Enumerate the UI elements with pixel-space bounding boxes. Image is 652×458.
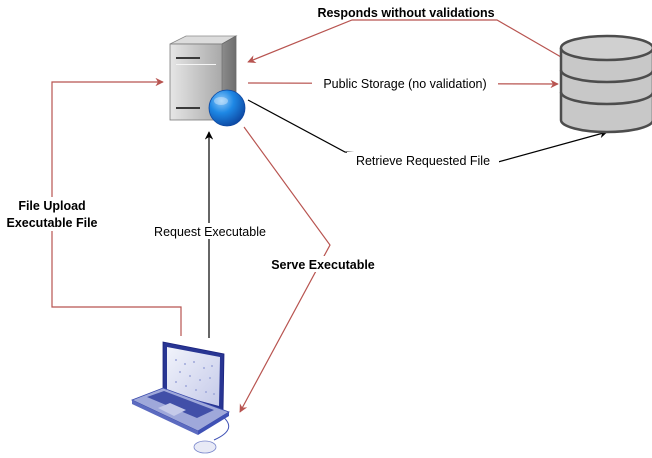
file-upload-label-line2: Executable File [6,216,97,230]
request-label: Request Executable [154,225,266,239]
public-storage-label: Public Storage (no validation) [323,77,486,91]
globe-icon [208,89,246,127]
edge-file-upload [51,77,182,336]
edge-serve [239,126,331,413]
serve-label: Serve Executable [271,258,375,272]
responds-label: Responds without validations [317,6,494,20]
laptop-node [130,341,230,454]
edge-responds [247,19,562,64]
server-node [169,35,246,127]
database-node [559,34,652,134]
retrieve-label: Retrieve Requested File [356,154,490,168]
database-icon [559,34,652,134]
edge-labels: Responds without validations Public Stor… [2,6,499,272]
file-upload-label-line1: File Upload [18,199,85,213]
laptop-icon [130,341,230,454]
